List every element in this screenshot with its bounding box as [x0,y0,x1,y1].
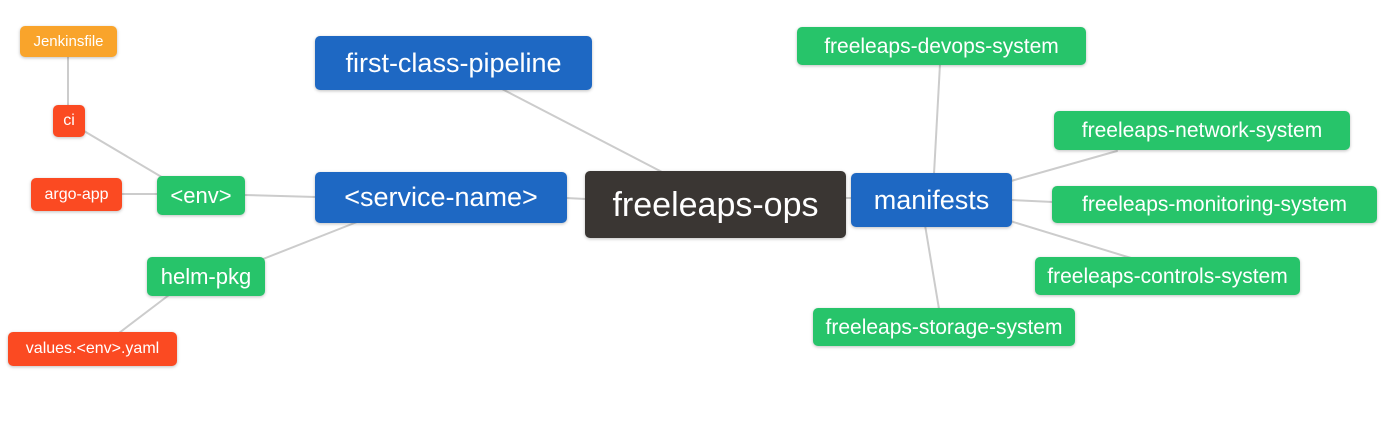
edge-manifests-network [1010,150,1118,182]
node-freeleaps-monitoring-system[interactable]: freeleaps-monitoring-system [1052,186,1377,223]
edge-manifests-monitoring [1010,199,1054,203]
node-helm-pkg[interactable]: helm-pkg [147,257,265,296]
node-freeleaps-ops[interactable]: freeleaps-ops [585,171,846,238]
node-ci[interactable]: ci [53,105,85,137]
edge-manifests-storage [924,224,940,310]
node-argo-app[interactable]: argo-app [31,178,122,211]
edge-helm-pkg-values [118,294,170,334]
node-freeleaps-network-system[interactable]: freeleaps-network-system [1054,111,1350,150]
node-freeleaps-controls-system[interactable]: freeleaps-controls-system [1035,257,1300,295]
node-service-name[interactable]: <service-name> [315,172,567,223]
node-freeleaps-storage-system[interactable]: freeleaps-storage-system [813,308,1075,346]
edge-manifests-controls [1009,220,1132,259]
edge-first-class-ops [501,88,663,173]
node-env[interactable]: <env> [157,176,245,215]
edge-service-name-helm-pkg [262,221,358,260]
edge-devops-manifests [933,63,941,175]
node-first-class-pipeline[interactable]: first-class-pipeline [315,36,592,90]
node-manifests[interactable]: manifests [851,173,1012,227]
node-freeleaps-devops-system[interactable]: freeleaps-devops-system [797,27,1086,65]
node-values-env-yaml[interactable]: values.<env>.yaml [8,332,177,366]
edge-ci-env [83,130,166,180]
edge-env-service-name [243,194,317,198]
edge-service-name-ops [565,197,587,200]
node-jenkinsfile[interactable]: Jenkinsfile [20,26,117,57]
